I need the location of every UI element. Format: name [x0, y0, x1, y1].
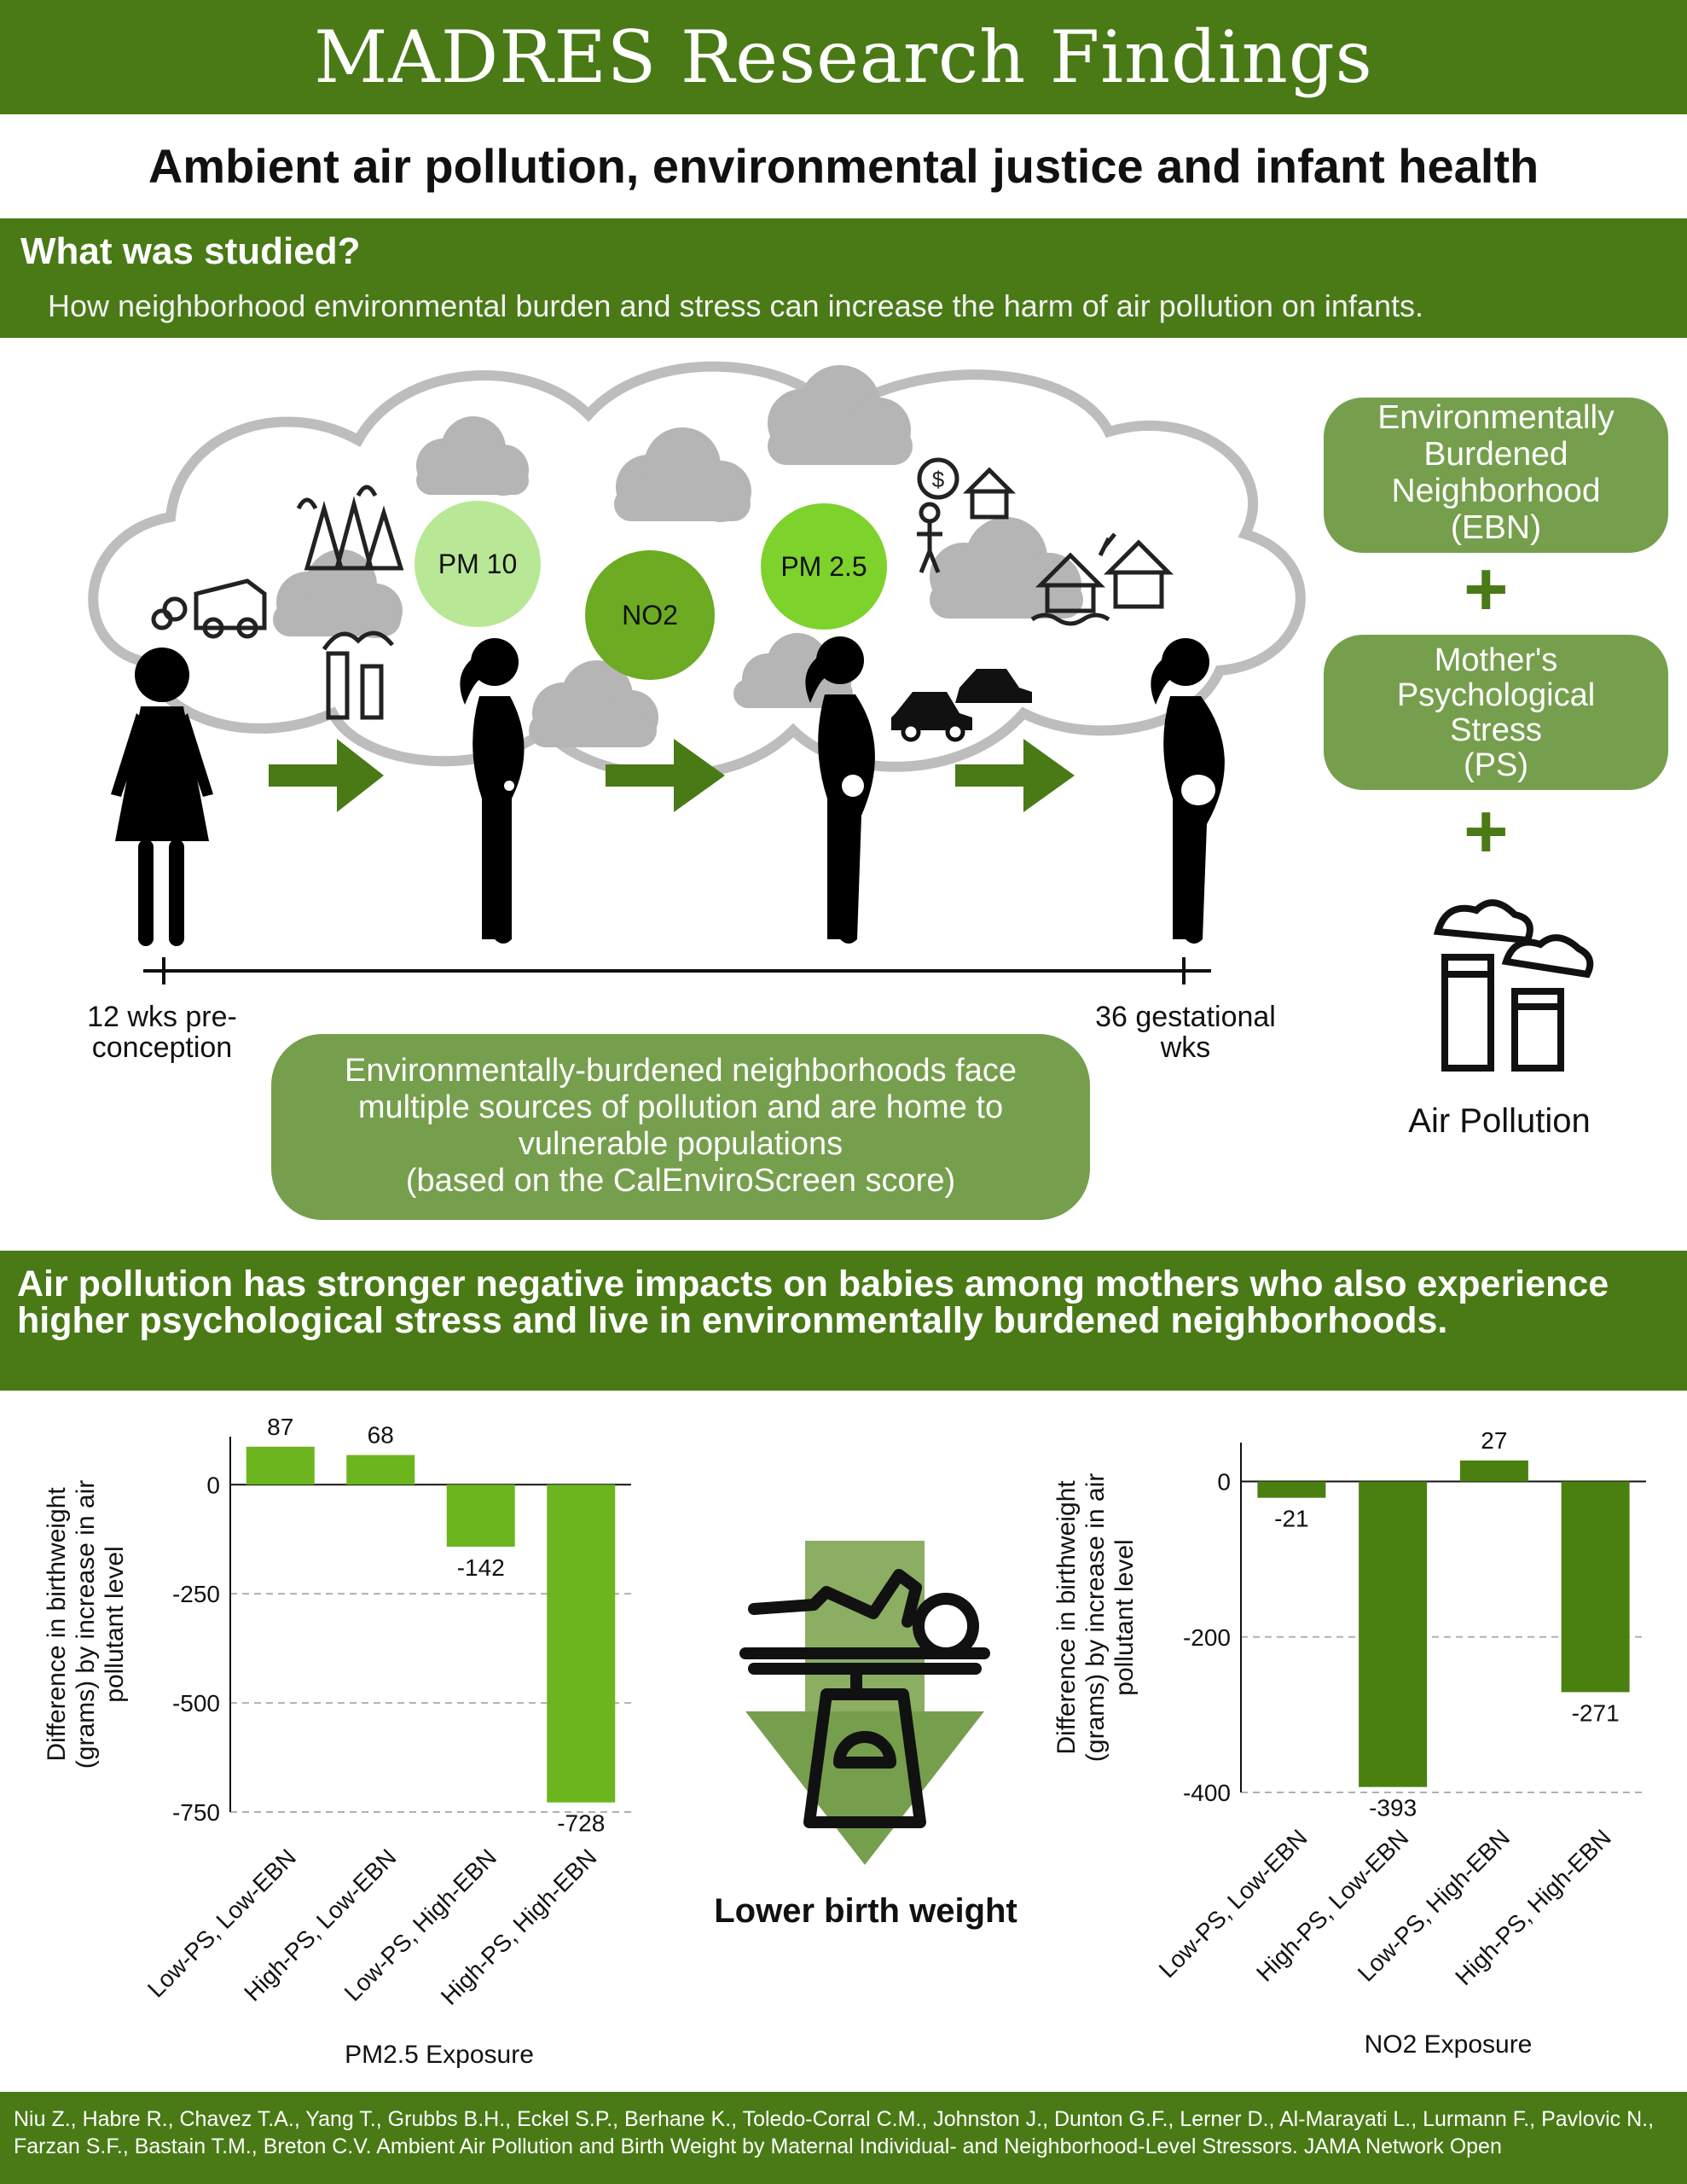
timeline-start-line: 12 wks pre-	[87, 1001, 237, 1033]
bar	[1459, 1460, 1528, 1482]
x-axis-label: PM2.5 Exposure	[345, 2041, 534, 2069]
smoke-cloud-icon	[768, 365, 913, 465]
y-tick-label: -200	[1183, 1624, 1231, 1651]
timeline-axis	[143, 957, 1211, 985]
bar-value-label: -271	[1572, 1699, 1620, 1726]
bar-value-label: 87	[267, 1414, 293, 1440]
x-axis-label: NO2 Exposure	[1365, 2030, 1533, 2059]
pregnancy-timeline-illustration: PM 10 NO2 PM 2.5 $	[88, 361, 1306, 985]
ps-line: Stress	[1450, 712, 1542, 748]
bar	[1257, 1481, 1326, 1498]
ebn-line: Neighborhood	[1391, 473, 1601, 509]
smoke-cloud-icon	[930, 517, 1083, 619]
svg-text:$: $	[932, 467, 945, 492]
ps-factor-pill: Mother's Psychological Stress (PS)	[1324, 635, 1668, 790]
no2-label: NO2	[622, 600, 678, 630]
ebn-line: Burdened	[1423, 436, 1568, 473]
y-axis-label: Difference in birthweight(grams) by incr…	[1052, 1473, 1139, 1762]
ebn-line: (EBN)	[1450, 509, 1542, 546]
right-arrow-icon	[269, 739, 1075, 812]
pm25-circle	[761, 503, 887, 630]
ebn-note-pill: Environmentally-burdened neighborhoods f…	[271, 1034, 1090, 1220]
plus-icon: +	[1464, 789, 1509, 874]
pregnant-woman-icon	[805, 636, 875, 944]
ebn-factor-pill: Environmentally Burdened Neighborhood (E…	[1324, 398, 1668, 553]
y-tick-label: -500	[172, 1690, 220, 1716]
bar-value-label: -142	[457, 1554, 505, 1581]
smoke-cloud-icon	[614, 427, 751, 522]
studied-heading: What was studied?	[20, 230, 361, 272]
studied-description: How neighborhood environmental burden an…	[48, 288, 1423, 323]
earthquake-house-icon	[1098, 532, 1174, 609]
center-icon-label: Lower birth weight	[714, 1892, 1017, 1930]
ps-line: Psychological	[1396, 677, 1596, 713]
woman-silhouette-icon	[111, 648, 213, 946]
bar-value-label: -393	[1369, 1795, 1417, 1821]
pm10-circle	[415, 501, 541, 627]
pm25-bar-chart: Difference in birthweight(grams) by incr…	[43, 1414, 631, 2069]
y-tick-label: -250	[172, 1581, 220, 1607]
factory-smokestack-icon	[322, 630, 394, 720]
y-tick-label: 0	[1217, 1469, 1231, 1496]
y-axis-label-line: (grams) by increase in air	[1081, 1473, 1110, 1762]
ps-line: Mother's	[1434, 642, 1558, 678]
no2-circle	[585, 550, 715, 680]
bar	[346, 1455, 415, 1485]
plus-icon: +	[1464, 547, 1509, 632]
bar	[446, 1484, 515, 1547]
reference-footer: Niu Z., Habre R., Chavez T.A., Yang T., …	[0, 2092, 1687, 2184]
y-axis-label-line: pollutant level	[101, 1546, 129, 1702]
car-icon	[891, 669, 1032, 742]
no2-bar-chart: Difference in birthweight(grams) by incr…	[1052, 1427, 1646, 2059]
financial-stress-person-icon: $	[917, 457, 959, 573]
pm10-label: PM 10	[438, 549, 517, 579]
bar	[1359, 1481, 1428, 1787]
page-subtitle: Ambient air pollution, environmental jus…	[148, 139, 1539, 193]
y-tick-label: -400	[1183, 1780, 1231, 1806]
forest-fire-icon	[296, 485, 404, 571]
timeline-end-label: 36 gestational wks	[1075, 1002, 1296, 1063]
y-axis-label-line: pollutant level	[1110, 1539, 1139, 1695]
pregnant-woman-icon	[460, 638, 525, 944]
y-axis-label-line: Difference in birthweight	[43, 1487, 71, 1762]
factory-smokestack-icon	[1433, 899, 1594, 1072]
title-bar: MADRES Research Findings	[0, 0, 1687, 114]
house-icon	[962, 467, 1017, 520]
bar	[1561, 1481, 1630, 1693]
page-title: MADRES Research Findings	[314, 15, 1373, 99]
timeline-start-label: 12 wks pre- conception	[60, 1002, 264, 1063]
bar-value-label: 68	[368, 1421, 394, 1448]
studied-banner: What was studied? How neighborhood envir…	[0, 218, 1687, 338]
bar	[547, 1484, 616, 1803]
y-axis-label-line: (grams) by increase in air	[72, 1480, 100, 1769]
bar-value-label: -21	[1274, 1506, 1308, 1532]
finding-banner: Air pollution has stronger negative impa…	[0, 1251, 1687, 1391]
air-pollution-label: Air Pollution	[1408, 1102, 1591, 1140]
y-axis-label: Difference in birthweight(grams) by incr…	[43, 1480, 129, 1769]
reference-text: Niu Z., Habre R., Chavez T.A., Yang T., …	[14, 2107, 1655, 2158]
finding-text: Air pollution has stronger negative impa…	[17, 1263, 1609, 1341]
y-tick-label: 0	[206, 1472, 220, 1498]
car-exhaust-icon	[151, 578, 267, 639]
timeline-end-line: wks	[1160, 1031, 1211, 1064]
note-line: (based on the CalEnviroScreen score)	[405, 1163, 956, 1199]
y-tick-label: -750	[172, 1799, 220, 1826]
ps-line: (PS)	[1464, 747, 1528, 783]
smoke-cloud-icon	[416, 416, 529, 496]
ebn-line: Environmentally	[1377, 399, 1615, 436]
note-line: vulnerable populations	[518, 1126, 844, 1162]
y-axis-label-line: Difference in birthweight	[1052, 1480, 1081, 1755]
bar	[246, 1446, 315, 1485]
timeline-start-line: conception	[91, 1031, 233, 1064]
pregnant-woman-icon	[1151, 638, 1225, 944]
bar-value-label: -728	[557, 1810, 605, 1837]
smoke-cloud-icon	[529, 660, 658, 747]
note-line: multiple sources of pollution and are ho…	[357, 1089, 1004, 1125]
note-line: Environmentally-burdened neighborhoods f…	[345, 1053, 1017, 1089]
timeline-end-line: 36 gestational	[1095, 1001, 1276, 1033]
pm25-label: PM 2.5	[780, 551, 867, 582]
flood-house-icon	[1030, 552, 1110, 626]
baby-scale-icon	[739, 1541, 990, 1865]
bar-value-label: 27	[1481, 1427, 1507, 1454]
